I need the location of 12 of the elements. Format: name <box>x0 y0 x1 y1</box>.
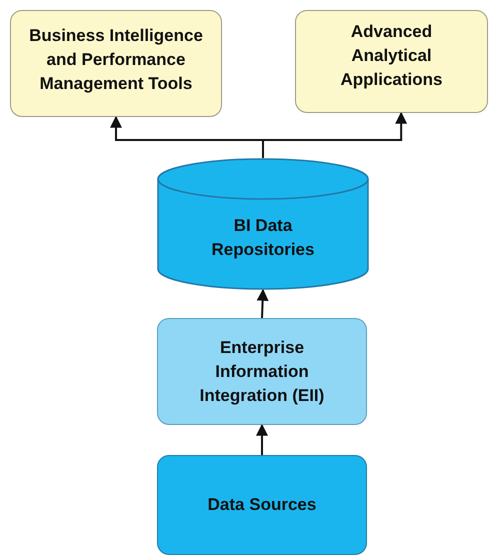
node-label: Enterprise Information Integration (EII) <box>198 336 326 407</box>
node-label: Business Intelligence and Performance Management Tools <box>28 24 204 95</box>
node-label: Data Sources <box>208 494 316 516</box>
node-label: Advanced Analytical Applications <box>339 20 444 90</box>
process-box <box>157 455 367 555</box>
arrow <box>256 424 268 455</box>
arrow <box>262 112 408 158</box>
process-box <box>10 10 222 117</box>
process-box <box>295 10 488 113</box>
process-box <box>157 318 367 425</box>
arrow <box>256 288 269 318</box>
node-label: BI Data Repositories <box>210 215 316 261</box>
